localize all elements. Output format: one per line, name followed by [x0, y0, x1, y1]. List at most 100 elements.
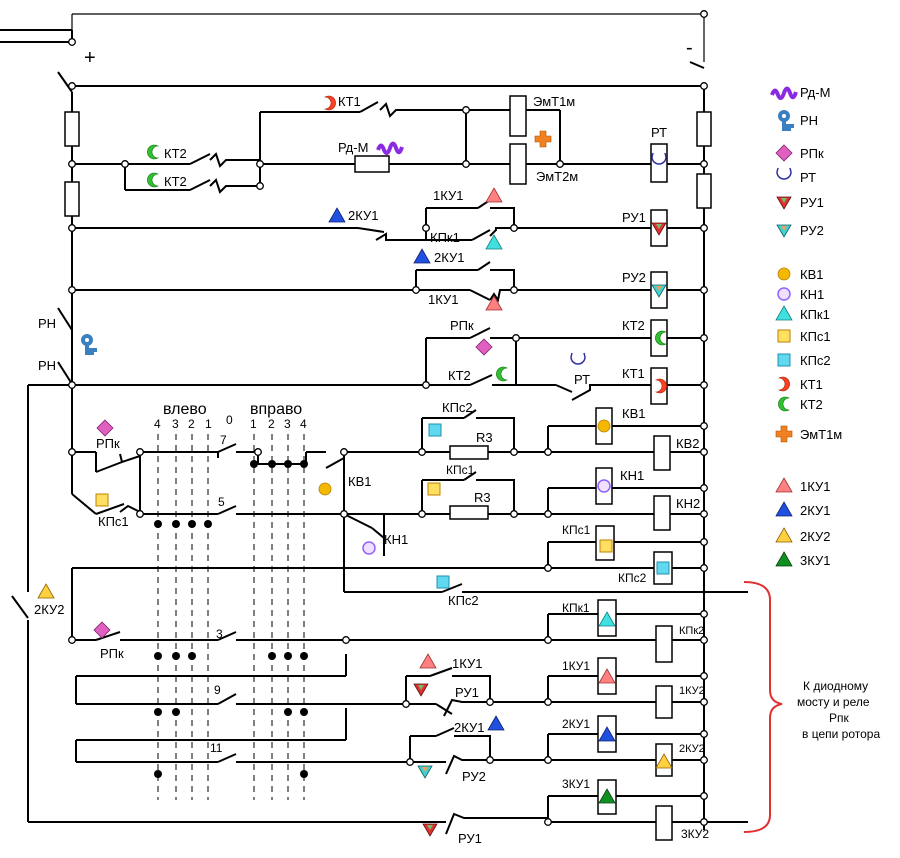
kps2-icon-b: [436, 575, 450, 589]
junction-node: [700, 381, 708, 389]
junction-node: [700, 792, 708, 800]
rt-icon-b: [570, 352, 586, 365]
position-right-1: 1: [250, 417, 257, 431]
cross-orange-icon: [775, 425, 793, 443]
junction-node: [544, 564, 552, 572]
junction-node: [418, 510, 426, 518]
2ku1-icon-a: [328, 207, 346, 223]
legend-label: ЭмТ1м: [800, 427, 842, 442]
junction-node: [121, 160, 129, 168]
kn2-coil-label: КН2: [676, 496, 700, 511]
legend-label: КПс2: [800, 353, 831, 368]
square-cyan-icon: [777, 353, 791, 367]
2ku1-label-a: 2КУ1: [348, 208, 378, 223]
note-line-4: в цепи ротора: [802, 727, 880, 741]
rn-branch: [11, 307, 704, 822]
junction-node: [486, 698, 494, 706]
junction-node: [68, 286, 76, 294]
contact-number-11: 11: [210, 741, 223, 755]
junction-node: [700, 730, 708, 738]
kps1-coil-icon: [599, 539, 613, 553]
contact-dot: [172, 652, 180, 660]
kv2-coil-label: КВ2: [676, 436, 699, 451]
contact-dot: [284, 708, 292, 716]
triangle-blue-icon: [775, 501, 793, 517]
contact-number-9: 9: [214, 683, 221, 697]
legend-label: 2КУ2: [800, 529, 830, 544]
junction-node: [406, 758, 414, 766]
row-kt-circuit: [72, 95, 704, 194]
position-zero: 0: [226, 413, 233, 427]
junction-node: [700, 610, 708, 618]
ru1-label-c: РУ1: [455, 685, 479, 700]
contact-dot: [188, 520, 196, 528]
position-left-2: 2: [188, 417, 195, 431]
kt1-contact-icon: [324, 95, 336, 111]
legend-label: Рд-М: [800, 85, 830, 100]
kt2-contact-icon-2: [147, 172, 159, 188]
emt2m-label: ЭмТ2м: [536, 169, 578, 184]
junction-node: [136, 448, 144, 456]
junction-node: [700, 82, 708, 90]
kt2-coil-label: КТ2: [622, 318, 645, 333]
crescent-red-icon: [778, 376, 790, 392]
legend-label: КТ2: [800, 397, 823, 412]
kpk1-label-a: КПк1: [430, 230, 460, 245]
r3-label-b: R3: [474, 490, 491, 505]
junction-node: [512, 334, 520, 342]
junction-node: [700, 224, 708, 232]
legend-label: КПк1: [800, 307, 830, 322]
1ku2-coil-label: 1КУ2: [679, 685, 705, 697]
1ku1-label-b: 1КУ1: [428, 292, 458, 307]
legend-label: КПс1: [800, 329, 831, 344]
kt2-label-c: КТ2: [448, 368, 471, 383]
junction-node: [544, 510, 552, 518]
rpk-label-a: РПк: [450, 318, 474, 333]
2ku1-label-b: 2КУ1: [434, 250, 464, 265]
triangle-yellow-icon: [775, 527, 793, 543]
kpk1-icon-a: [485, 234, 503, 250]
junction-nodes: [68, 10, 708, 826]
1ku1-icon-a: [485, 187, 503, 203]
minus-terminal: -: [686, 37, 693, 59]
lower-controller-rows: [28, 599, 748, 841]
contact-dot: [268, 460, 276, 468]
3ku2-coil-label: 3КУ2: [681, 827, 709, 841]
2ku1-label-c: 2КУ1: [454, 720, 484, 735]
rd-m-icon: [376, 141, 404, 156]
junction-node: [544, 756, 552, 764]
position-left-3: 3: [172, 417, 179, 431]
contact-number-7: 7: [220, 433, 227, 447]
2ku2-label-a: 2КУ2: [34, 602, 64, 617]
legend-label: РУ2: [800, 223, 824, 238]
contact-dot: [172, 520, 180, 528]
switch-right-label: вправо: [250, 401, 302, 418]
junction-node: [700, 636, 708, 644]
contact-dot: [284, 460, 292, 468]
contact-dot: [154, 652, 162, 660]
kpk1-coil-label: КПк1: [562, 601, 590, 615]
kt2-label-1: КТ2: [164, 146, 187, 161]
rn-label-2: РН: [38, 358, 56, 373]
contact-dot: [300, 770, 308, 778]
rn-label-1: РН: [38, 316, 56, 331]
position-right-4: 4: [300, 417, 307, 431]
junction-node: [544, 818, 552, 826]
2ku1-coil-label: 2КУ1: [562, 717, 590, 731]
rotor-bracket: [743, 581, 783, 833]
legend-label: КВ1: [800, 267, 823, 282]
junction-node: [462, 106, 470, 114]
junction-node: [544, 698, 552, 706]
ru2-icon-c: [417, 765, 433, 779]
contact-dot: [250, 460, 258, 468]
rpk-label-b: РПк: [96, 436, 120, 451]
kps2-label-a: КПс2: [442, 400, 473, 415]
circle-orange-icon: [777, 267, 791, 281]
contact-number-5: 5: [218, 495, 225, 509]
rt-label-b: РТ: [574, 372, 590, 387]
note-line-3: Рпк: [829, 711, 850, 725]
contact-dot: [154, 520, 162, 528]
kps1-icon-b: [427, 482, 441, 496]
note-line-2: мосту и реле: [797, 695, 870, 709]
kt2-icon-c: [496, 366, 508, 382]
